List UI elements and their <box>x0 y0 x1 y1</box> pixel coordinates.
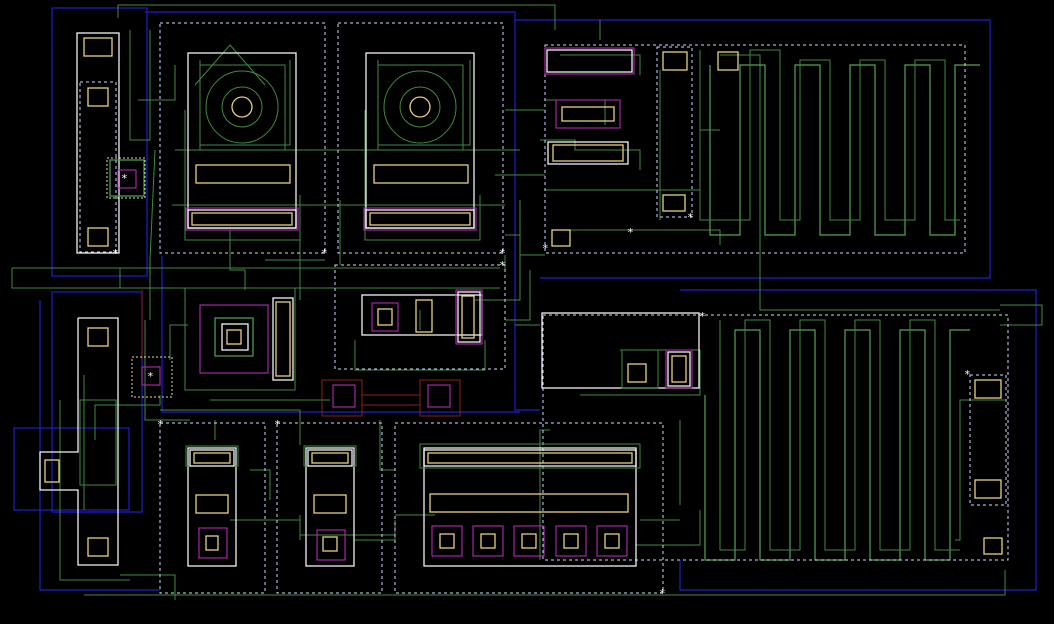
capacitor-block[interactable] <box>184 287 451 408</box>
transistor-right-top[interactable] <box>363 52 477 231</box>
origin-marker: * <box>659 587 666 600</box>
origin-marker: * <box>499 247 506 260</box>
transistor-left-top[interactable] <box>185 52 299 231</box>
origin-markers: * * * * * * * * * * * * * * <box>112 172 971 600</box>
bottom-multifinger-device[interactable] <box>419 443 641 567</box>
origin-marker: * <box>274 418 281 431</box>
origin-marker: * <box>687 211 694 224</box>
origin-marker: * <box>147 370 154 383</box>
origin-marker: * <box>499 259 506 272</box>
origin-marker: * <box>112 247 119 260</box>
lower-right-devices[interactable] <box>541 312 1003 555</box>
left-device-top[interactable] <box>76 32 145 254</box>
origin-marker: * <box>627 226 634 239</box>
origin-marker: * <box>699 310 706 323</box>
origin-marker: * <box>121 172 128 185</box>
poly-layer <box>141 290 461 417</box>
left-device-bottom[interactable] <box>39 317 161 566</box>
three-finger-device[interactable] <box>361 289 483 345</box>
bottom-transistor-a[interactable] <box>185 445 239 567</box>
origin-marker: * <box>157 418 164 431</box>
metal-routing-layer <box>11 4 1043 600</box>
bottom-transistor-b[interactable] <box>303 445 357 567</box>
upper-right-devices[interactable] <box>544 47 739 247</box>
cell-boundary-layer <box>79 22 1009 594</box>
origin-marker: * <box>964 368 971 381</box>
nwell-layer <box>13 7 1037 591</box>
origin-marker: * <box>542 242 549 255</box>
origin-marker: * <box>321 247 328 260</box>
